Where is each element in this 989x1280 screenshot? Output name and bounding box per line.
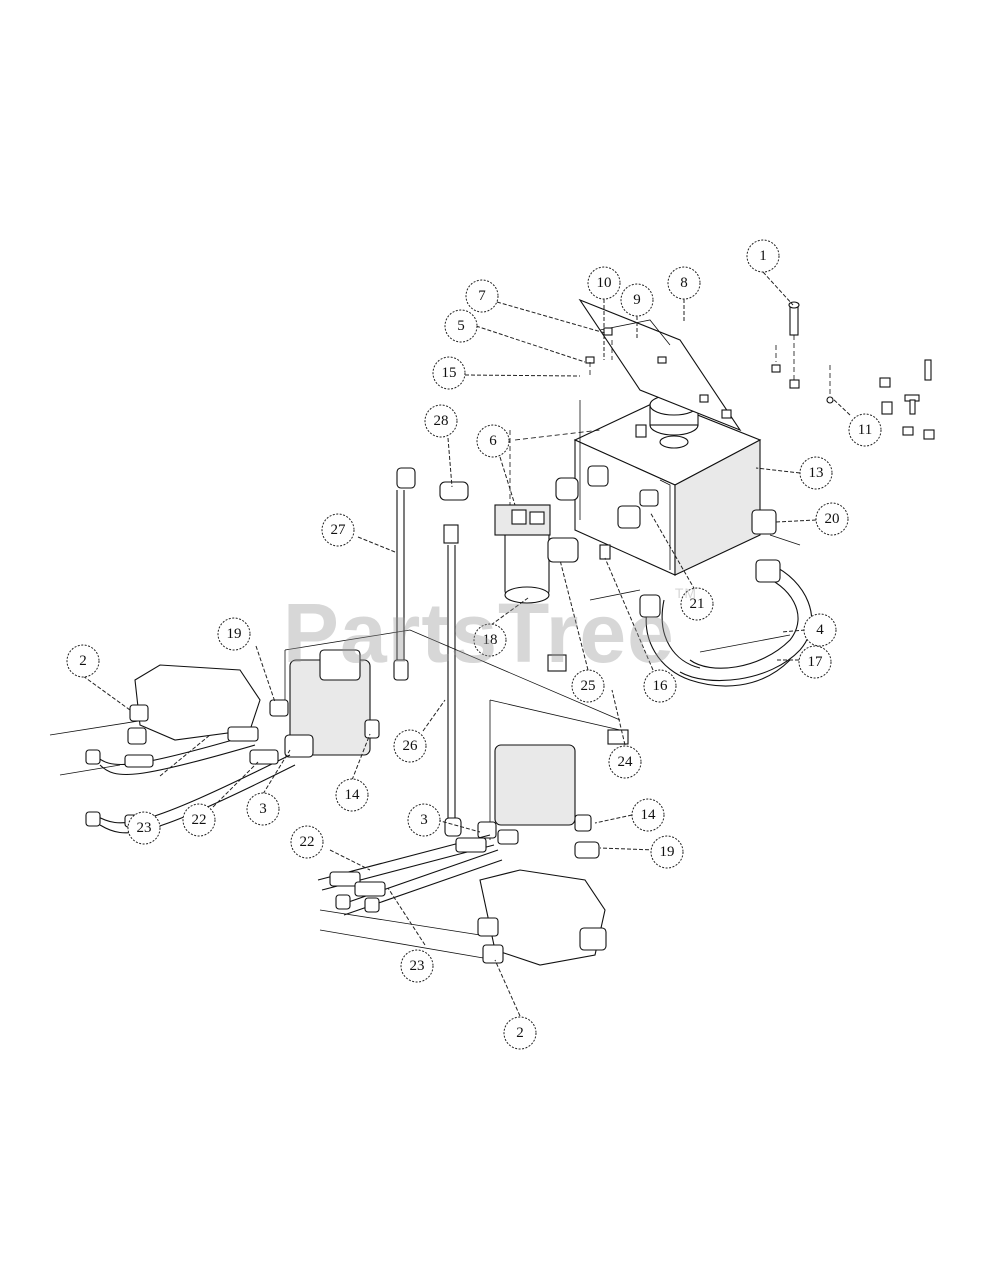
svg-text:15: 15 (442, 365, 457, 381)
callout-17[interactable]: 17 (798, 645, 832, 679)
callout-2[interactable]: 2 (66, 644, 100, 678)
svg-text:27: 27 (331, 522, 347, 538)
callout-14[interactable]: 14 (631, 798, 665, 832)
svg-text:24: 24 (618, 754, 634, 770)
callout-18[interactable]: 18 (473, 623, 507, 657)
callout-2[interactable]: 2 (503, 1016, 537, 1050)
lower-hoses (317, 834, 503, 916)
svg-text:8: 8 (680, 275, 688, 291)
callout-9[interactable]: 9 (620, 283, 654, 317)
svg-text:5: 5 (457, 318, 465, 334)
callout-10[interactable]: 10 (587, 266, 621, 300)
callout-3[interactable]: 3 (407, 803, 441, 837)
svg-text:20: 20 (825, 511, 840, 527)
callout-19[interactable]: 19 (217, 617, 251, 651)
callout-14[interactable]: 14 (335, 778, 369, 812)
callout-23[interactable]: 23 (127, 811, 161, 845)
svg-text:6: 6 (489, 433, 497, 449)
callout-1[interactable]: 1 (746, 239, 780, 273)
callout-23[interactable]: 23 (400, 949, 434, 983)
callout-19[interactable]: 19 (650, 835, 684, 869)
right-drive-motor (477, 744, 607, 966)
svg-text:13: 13 (809, 465, 824, 481)
loose-hardware (879, 359, 935, 440)
left-drive-motor (127, 649, 380, 758)
callout-22[interactable]: 22 (290, 825, 324, 859)
callout-27[interactable]: 27 (321, 513, 355, 547)
svg-text:14: 14 (641, 807, 657, 823)
svg-text:19: 19 (227, 626, 242, 642)
hydraulic-filter (494, 504, 551, 604)
svg-text:14: 14 (345, 787, 361, 803)
svg-text:25: 25 (581, 678, 596, 694)
svg-text:17: 17 (808, 654, 824, 670)
callout-11[interactable]: 11 (848, 413, 882, 447)
svg-text:3: 3 (259, 801, 267, 817)
callout-7[interactable]: 7 (465, 279, 499, 313)
hydraulic-tubes (393, 490, 462, 837)
svg-text:28: 28 (434, 413, 449, 429)
callout-4[interactable]: 4 (803, 613, 837, 647)
svg-text:3: 3 (420, 812, 428, 828)
callout-8[interactable]: 8 (667, 266, 701, 300)
callout-22[interactable]: 22 (182, 803, 216, 837)
svg-text:7: 7 (478, 288, 486, 304)
svg-text:9: 9 (633, 292, 641, 308)
callout-21[interactable]: 21 (680, 587, 714, 621)
svg-text:10: 10 (597, 275, 612, 291)
callout-24[interactable]: 24 (608, 745, 642, 779)
callout-6[interactable]: 6 (476, 424, 510, 458)
svg-text:2: 2 (516, 1025, 524, 1041)
suction-hose (639, 559, 813, 687)
callout-13[interactable]: 13 (799, 456, 833, 490)
callout-3[interactable]: 3 (246, 792, 280, 826)
svg-text:26: 26 (403, 738, 419, 754)
svg-text:23: 23 (410, 958, 425, 974)
svg-text:19: 19 (660, 844, 675, 860)
svg-text:11: 11 (858, 422, 872, 438)
svg-text:1: 1 (759, 248, 767, 264)
frame-outline (49, 400, 801, 961)
svg-text:22: 22 (300, 834, 315, 850)
callout-5[interactable]: 5 (444, 309, 478, 343)
leader-lines (82, 271, 851, 1017)
callout-25[interactable]: 25 (571, 669, 605, 703)
hose-fittings (396, 465, 777, 745)
callout-16[interactable]: 16 (643, 669, 677, 703)
callout-20[interactable]: 20 (815, 502, 849, 536)
svg-text:2: 2 (79, 653, 87, 669)
left-hoses (85, 726, 296, 834)
svg-text:23: 23 (137, 820, 152, 836)
callout-26[interactable]: 26 (393, 729, 427, 763)
svg-text:21: 21 (690, 596, 705, 612)
callout-28[interactable]: 28 (424, 404, 458, 438)
svg-text:22: 22 (192, 812, 207, 828)
svg-text:16: 16 (653, 678, 669, 694)
callout-15[interactable]: 15 (432, 356, 466, 390)
svg-text:4: 4 (816, 622, 824, 638)
svg-text:18: 18 (483, 632, 498, 648)
